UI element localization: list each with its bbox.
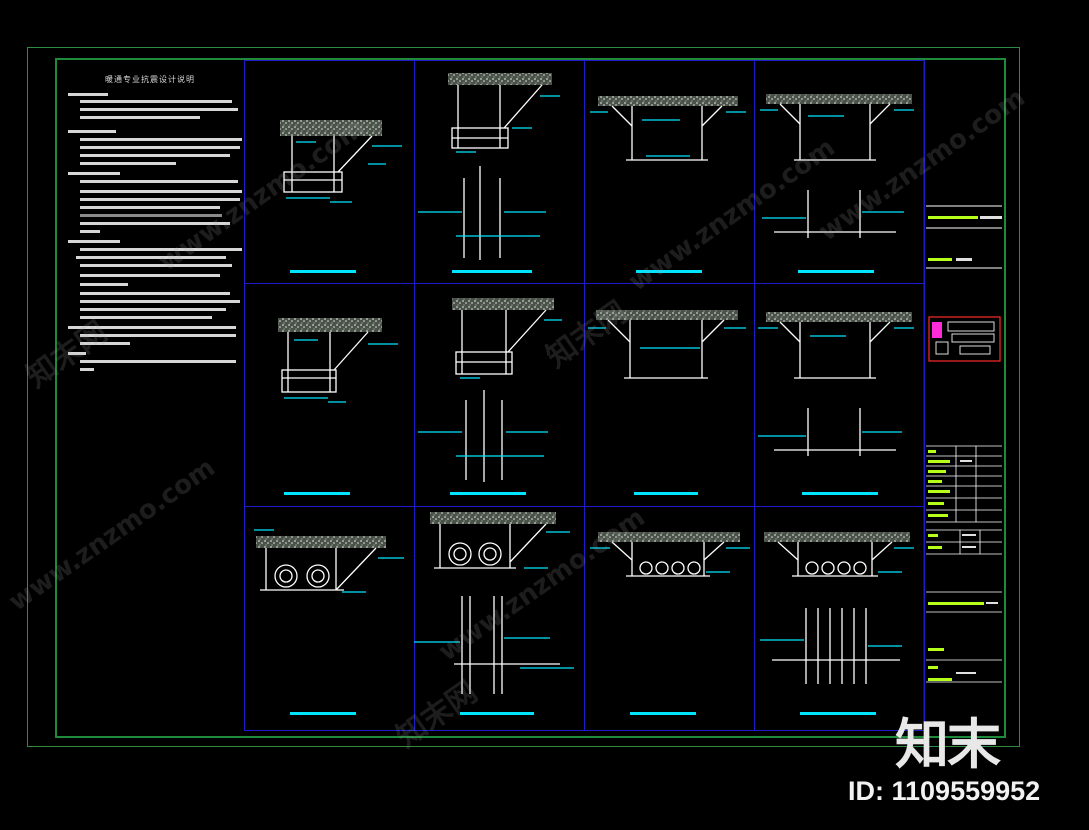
detail-r1c2-section (418, 73, 560, 273)
detail-r3c3-section (590, 532, 750, 715)
detail-r1c4-section (760, 94, 914, 273)
detail-r1c3-section (590, 96, 746, 273)
detail-r2c1-section (278, 318, 398, 495)
drawing-inner-frame (55, 58, 1006, 738)
detail-r3c1-section (254, 529, 404, 715)
company-stamp-logo (928, 316, 1001, 362)
watermark-id: ID: 1109559952 (848, 776, 1041, 806)
detail-r2c4-section (758, 312, 914, 495)
watermark-logo: 知末 (895, 713, 1001, 776)
design-notes-title: 暖通专业抗震设计说明 (105, 75, 195, 84)
detail-r3c4-section (760, 532, 914, 715)
design-notes-text-block (68, 93, 242, 371)
detail-r2c3-section (588, 310, 746, 495)
detail-r1c1-section (280, 120, 402, 273)
detail-r2c2-section (418, 298, 562, 495)
drawing-outer-frame (27, 47, 1020, 747)
detail-r3c2-section (414, 512, 574, 715)
title-block (923, 60, 1002, 730)
detail-r1c1-caption (290, 270, 356, 273)
